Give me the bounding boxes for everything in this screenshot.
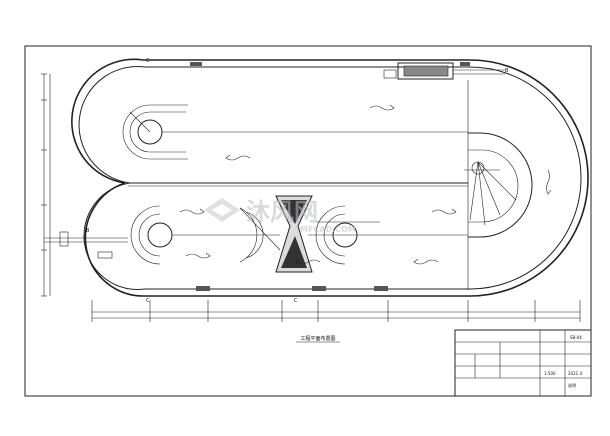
tank-inner-wall xyxy=(78,66,582,291)
sheet-border xyxy=(24,45,592,397)
section-label-bottom-left: C xyxy=(146,298,150,304)
watermark: 沐风网 MFCAD.COM xyxy=(204,198,356,234)
wall-markers xyxy=(190,62,470,291)
tank-outer-wall xyxy=(71,58,589,297)
outlet-pipe-left xyxy=(44,231,128,259)
title-block: SB-04 1:500 2021.4 说明 xyxy=(454,329,592,397)
watermark-brand: 沐风网 xyxy=(246,198,318,226)
drawing-remark: 说明 xyxy=(568,382,576,388)
left-dimension-chain xyxy=(41,73,51,297)
clarifier-lower-mid xyxy=(239,207,281,263)
inlet-pipe xyxy=(383,62,505,80)
drawing-scale: 1:500 xyxy=(544,371,556,376)
central-hourglass-structure xyxy=(275,195,313,273)
drawing-title: 工程平面布置图 xyxy=(300,335,335,342)
clarifier-lower-left xyxy=(130,205,280,265)
bottom-dimension-chain xyxy=(91,300,581,322)
right-inner-track xyxy=(468,132,533,238)
clarifier-upper-left xyxy=(122,104,468,160)
section-label-top: C xyxy=(146,58,150,64)
flow-arrows xyxy=(179,104,552,265)
sheet-code: SB-04 xyxy=(570,335,582,340)
section-label-left: B xyxy=(86,228,90,234)
clarifier-right-fan xyxy=(469,161,517,226)
right-inner-track-2 xyxy=(468,149,519,223)
section-label-mid: C xyxy=(294,298,298,304)
section-marks: C B C B C xyxy=(86,58,509,304)
clarifier-lower-right xyxy=(308,205,468,265)
watermark-url: MFCAD.COM xyxy=(300,225,356,234)
section-label-right: B xyxy=(505,68,509,74)
drawing-date: 2021.4 xyxy=(568,371,582,376)
